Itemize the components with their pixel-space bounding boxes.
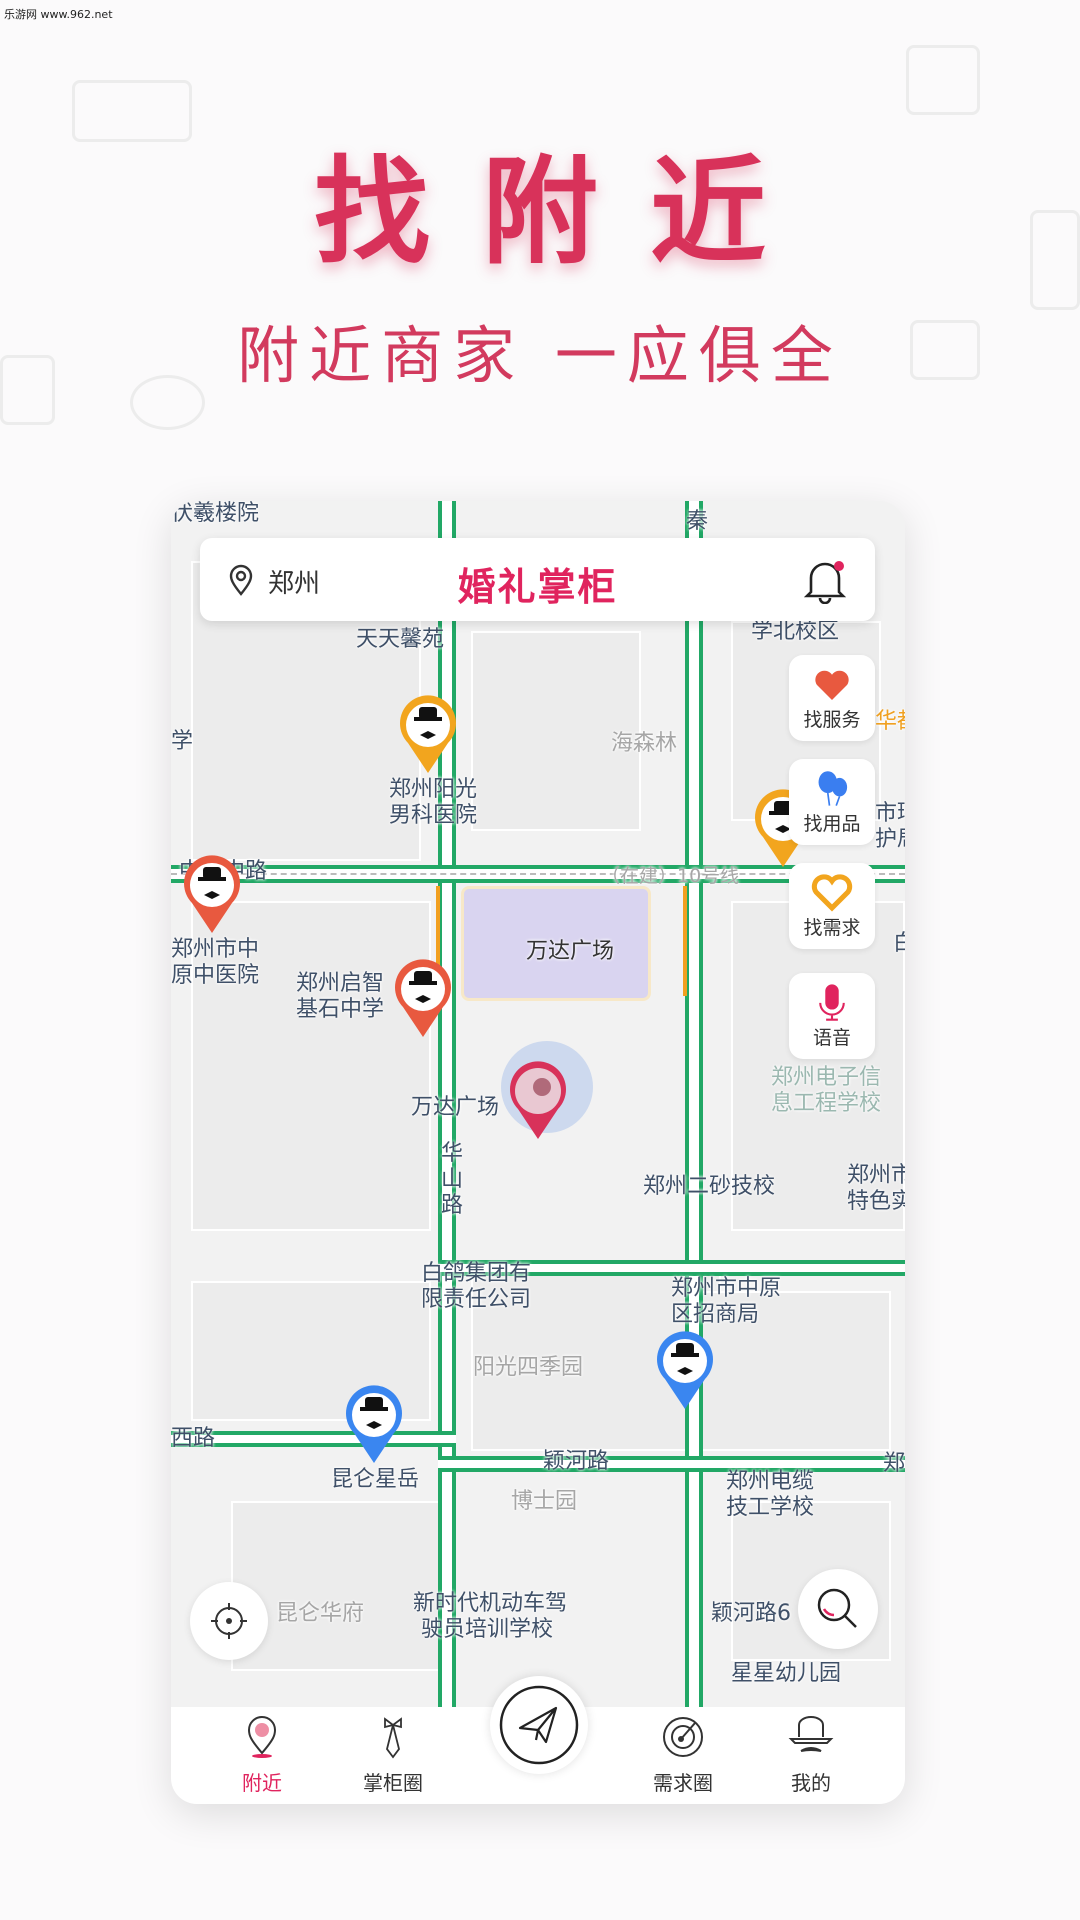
find-demand-button[interactable]: 找需求 <box>789 863 875 949</box>
necktie-icon <box>384 1717 402 1759</box>
phone-screen: 伏羲楼院 秦 学北校区 天天馨苑 学 海森林 郑州阳光 男科医院 华都 市环 护… <box>171 501 905 1804</box>
map-label: 星星幼儿园 <box>731 1661 842 1686</box>
map-label: 天天馨苑 <box>356 627 445 652</box>
map[interactable]: 伏羲楼院 秦 学北校区 天天馨苑 学 海森林 郑州阳光 男科医院 华都 市环 护… <box>171 501 905 1707</box>
map-label: 新时代机动车驾 <box>413 1591 568 1616</box>
merchant-pin-blue[interactable] <box>344 1385 404 1465</box>
find-service-button[interactable]: 找服务 <box>789 655 875 741</box>
map-label: 博士园 <box>511 1489 578 1514</box>
handshake-heart-icon <box>811 874 853 912</box>
map-label: 区招商局 <box>671 1302 760 1327</box>
merchant-pin-red[interactable] <box>393 959 453 1039</box>
publish-button[interactable] <box>490 1676 588 1774</box>
crosshair-icon <box>211 1603 247 1639</box>
map-label: 息工程学校 <box>771 1091 882 1116</box>
map-label: （在建）10号线 <box>601 865 740 887</box>
top-bar: 郑州 婚礼掌柜 <box>200 538 875 621</box>
search-icon <box>817 1588 857 1628</box>
microphone-icon <box>819 984 845 1021</box>
merchant-pin-red[interactable] <box>182 855 242 935</box>
location-pin-icon <box>247 1716 277 1758</box>
voice-label: 语音 <box>812 1027 851 1049</box>
map-label: 郑州电子信 <box>771 1065 882 1090</box>
banner-subtitle: 附近商家 一应俱全 <box>237 319 843 392</box>
nav-mine[interactable]: 我的 <box>756 1715 866 1796</box>
hat-mustache-icon <box>788 1716 834 1752</box>
nav-label: 需求圈 <box>653 1771 713 1795</box>
paper-plane-icon <box>499 1685 579 1765</box>
map-label: 郑州电缆 <box>726 1469 815 1494</box>
map-label: 驶员培训学校 <box>421 1617 554 1642</box>
voice-button[interactable]: 语音 <box>789 973 875 1059</box>
decor-bag-icon <box>910 320 980 380</box>
nav-nearby[interactable]: 附近 <box>207 1715 317 1796</box>
find-supplies-button[interactable]: 找用品 <box>789 759 875 845</box>
map-label: 郑州市中 <box>171 937 260 962</box>
balloon-icon <box>818 771 848 806</box>
city-selector[interactable]: 郑州 <box>268 569 321 599</box>
map-label: 秦 <box>686 509 709 534</box>
merchant-pin-orange[interactable] <box>398 695 458 775</box>
map-label: 昆仑星岳 <box>331 1467 420 1492</box>
map-label: 学北校区 <box>751 619 840 644</box>
map-label: 海森林 <box>611 731 678 756</box>
bell-icon[interactable] <box>803 558 847 604</box>
map-label: 男科医院 <box>389 803 478 828</box>
map-label: 路 <box>441 1193 464 1218</box>
map-label: 伏羲楼院 <box>171 501 260 526</box>
map-label: 基石中学 <box>296 997 385 1022</box>
map-label: 学 <box>171 729 194 754</box>
map-label: 山 <box>441 1167 464 1192</box>
map-label: 郑 <box>883 1451 905 1476</box>
map-label: 昆仑华府 <box>276 1601 365 1626</box>
map-label: 阳光四季园 <box>473 1355 584 1380</box>
find-supplies-label: 找用品 <box>803 813 861 835</box>
search-button[interactable] <box>798 1569 878 1649</box>
map-label: 颖河路6 <box>711 1601 791 1626</box>
nav-shopkeeper-circle[interactable]: 掌柜圈 <box>338 1715 448 1796</box>
subway-line-10 <box>171 873 905 875</box>
banner-title: 找附近 <box>314 145 818 280</box>
decor-rings-icon <box>130 375 205 430</box>
map-label: 郑州阳光 <box>389 777 478 802</box>
map-label: 华 <box>441 1141 464 1166</box>
map-label: 护局 <box>875 827 905 852</box>
user-location-pin[interactable] <box>508 1061 568 1141</box>
nav-demand-circle[interactable]: 需求圈 <box>628 1715 738 1796</box>
map-label: 技工学校 <box>726 1495 815 1520</box>
nav-label: 附近 <box>242 1771 282 1795</box>
app-title: 婚礼掌柜 <box>457 565 618 609</box>
map-label: 郑州市 <box>847 1163 905 1188</box>
map-label: 白鸽集团有 <box>421 1261 532 1286</box>
map-label: 特色实 <box>847 1189 905 1214</box>
map-label: 郑州启智 <box>296 971 385 996</box>
nav-label: 掌柜圈 <box>363 1771 423 1795</box>
radar-icon <box>663 1717 703 1757</box>
map-label: 颖河路 <box>543 1449 610 1474</box>
map-label: 限责任公司 <box>421 1287 532 1312</box>
watermark: 乐游网 www.962.net <box>4 8 113 21</box>
map-label: 郑州二砂技校 <box>643 1174 776 1199</box>
decor-wardrobe-icon <box>1030 210 1080 310</box>
merchant-pin-blue[interactable] <box>655 1331 715 1411</box>
map-label: 郑州市中原 <box>671 1276 782 1301</box>
map-label: 万达广场 <box>411 1095 500 1120</box>
map-label: 白 <box>893 931 905 956</box>
decor-sofa-icon <box>72 80 192 142</box>
nav-label: 我的 <box>791 1771 831 1795</box>
map-label: 华都 <box>875 709 905 734</box>
find-service-label: 找服务 <box>803 709 861 731</box>
decor-envelope-icon <box>906 45 980 115</box>
map-label: 西路 <box>171 1426 216 1451</box>
heart-icon <box>815 670 849 700</box>
wanda-plaza-area <box>461 886 651 1001</box>
map-label: 原中医院 <box>171 963 260 988</box>
locate-me-button[interactable] <box>190 1582 268 1660</box>
find-demand-label: 找需求 <box>803 917 861 939</box>
decor-gift-icon <box>0 355 55 425</box>
map-label: 万达广场 <box>526 939 615 964</box>
map-label: 市环 <box>875 801 905 826</box>
location-pin-icon <box>229 564 253 596</box>
